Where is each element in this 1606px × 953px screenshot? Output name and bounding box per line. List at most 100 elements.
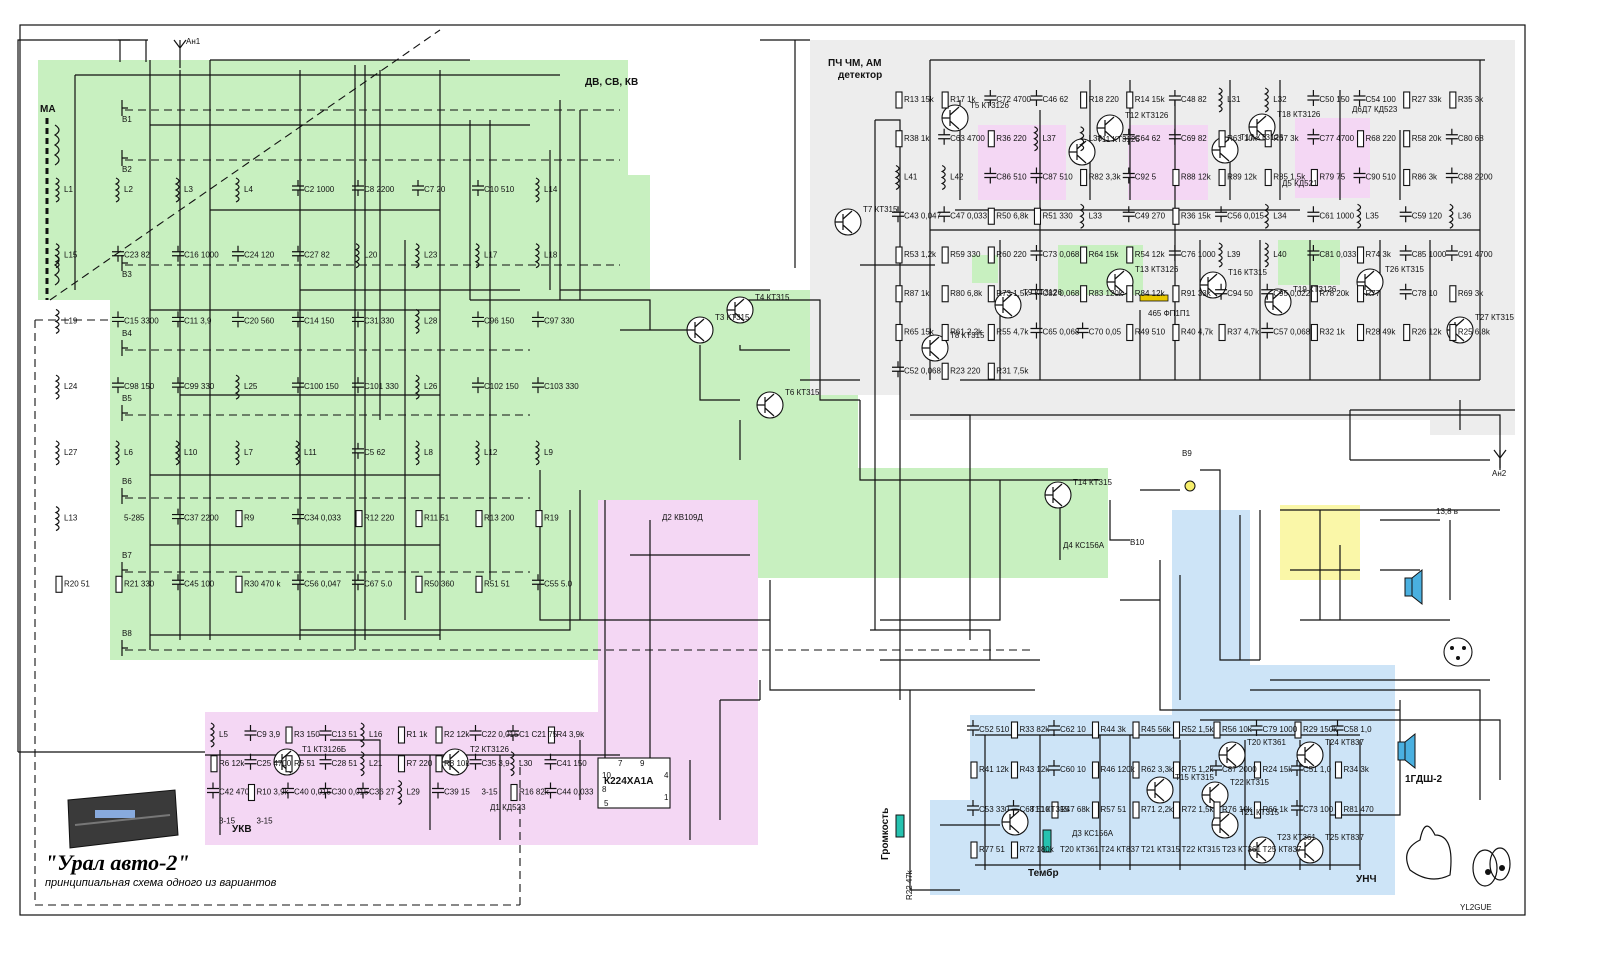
ukv-17-capacitor-symbol xyxy=(469,753,482,770)
if-label-87: R32 1k xyxy=(1319,328,1345,337)
rf-15-coil-symbol xyxy=(414,243,420,269)
if-label-30: R82 3,3k xyxy=(1089,173,1122,182)
rf-47-capacitor-symbol xyxy=(172,508,184,525)
if-88-resistor-symbol xyxy=(1356,323,1365,342)
if-30-resistor-symbol xyxy=(1080,168,1088,187)
af-label-20: C53 330 xyxy=(979,805,1010,814)
if-40-capacitor-symbol xyxy=(938,206,951,223)
rf-29-capacitor-symbol xyxy=(172,377,184,394)
if-92-resistor-symbol xyxy=(941,362,949,380)
af-19-resistor-symbol xyxy=(1334,761,1343,779)
diode-label-2: Д2 КВ109Д xyxy=(662,513,703,522)
rf-34-capacitor-symbol xyxy=(472,377,484,394)
ukv-label-19: C41 150 xyxy=(557,759,588,768)
transistor-label-t1: T1 КТ3126Б xyxy=(302,745,346,754)
transistor-label-t14: T14 КТ315 xyxy=(1073,478,1112,487)
label-ukv: УКВ xyxy=(232,824,252,835)
author-signature: YL2GUE xyxy=(1460,903,1492,912)
if-label-45: R36 15k xyxy=(1181,211,1212,220)
af-label-3: R44 3k xyxy=(1101,725,1127,734)
if-label-82: C70 0,05 xyxy=(1089,328,1122,337)
t24-transistor-lines xyxy=(1297,743,1315,767)
if-wiring xyxy=(929,59,1515,470)
label-ma: МА xyxy=(40,104,56,115)
if-60-coil-symbol xyxy=(1263,242,1269,268)
if-12-resistor-symbol xyxy=(1449,91,1457,109)
if-label-11: R27 33k xyxy=(1412,95,1443,104)
rf-label-47: C37 2200 xyxy=(184,514,219,523)
if-35-resistor-symbol xyxy=(1310,168,1318,187)
if-label-84: R40 4,7k xyxy=(1181,328,1214,337)
if-93-resistor-symbol xyxy=(987,362,995,380)
af-label-30: R77 51 xyxy=(979,845,1005,854)
rf-label-19: C15 3300 xyxy=(124,316,159,325)
if-label-34: R85 1,5k xyxy=(1273,173,1306,182)
if-label-4: R18 220 xyxy=(1089,95,1120,104)
speaker-2 xyxy=(1397,732,1416,770)
if-label-60: L40 xyxy=(1273,250,1287,259)
rf-label-45: L13 xyxy=(64,514,78,523)
label-filter: 465 ФП1П1 xyxy=(1148,309,1191,318)
if-87-resistor-symbol xyxy=(1310,323,1318,342)
switch-b5 xyxy=(121,405,128,421)
if-label-90: R25 6,8k xyxy=(1458,328,1491,337)
af-label-32: T20 КТ361 xyxy=(1060,845,1099,854)
af-11-resistor-symbol xyxy=(1010,761,1019,779)
rf-label-33: L26 xyxy=(424,382,438,391)
t4-transistor-lines xyxy=(727,298,745,322)
ukv-label-29: C44 0,033 xyxy=(557,788,594,797)
rf-11-capacitor-symbol xyxy=(172,245,184,262)
rf-label-42: L8 xyxy=(424,448,433,457)
rf-label-57: R30 470 k xyxy=(244,579,281,588)
rf-label-25: C96 150 xyxy=(484,316,515,325)
t9-transistor-lines xyxy=(995,293,1013,317)
ukv-9-resistor-symbol xyxy=(547,726,556,744)
if-label-68: C82 0,068 xyxy=(1042,289,1079,298)
rf-label-1: L2 xyxy=(124,185,133,194)
switch-label-8: В8 xyxy=(122,629,132,638)
if-48-capacitor-symbol xyxy=(1307,206,1320,223)
rf-39-coil-symbol xyxy=(234,440,240,466)
ic-pin-5: 5 xyxy=(604,799,609,808)
ukv-7-capacitor-symbol xyxy=(469,725,482,741)
af-label-37: T25 КТ837 xyxy=(1263,845,1302,854)
rf-label-8: L14 xyxy=(544,185,558,194)
rf-label-53: R19 xyxy=(544,514,559,523)
ukv-21-resistor-symbol xyxy=(247,783,256,802)
if-label-12: R35 3k xyxy=(1458,95,1484,104)
if-label-55: C73 0,068 xyxy=(1042,250,1079,259)
if-14-capacitor-symbol xyxy=(938,128,951,145)
ukv-5-resistor-symbol xyxy=(397,726,406,744)
transistor-label-t5: T5 КТ3126 xyxy=(970,101,1009,110)
if-83-resistor-symbol xyxy=(1126,323,1134,342)
if-label-88: R28 49k xyxy=(1366,328,1397,337)
af-4-resistor-symbol xyxy=(1132,721,1140,739)
transistor-label-t22: T22 КТ315 xyxy=(1230,778,1269,787)
ukv-label-6: R2 12k xyxy=(444,730,470,739)
if-label-3: C46 62 xyxy=(1042,95,1068,104)
frames xyxy=(19,24,1526,916)
if-91-capacitor-symbol xyxy=(892,361,904,378)
if-label-86: C57 0,068 xyxy=(1273,328,1310,337)
rf-52-resistor-symbol xyxy=(475,510,483,528)
af-25-resistor-symbol xyxy=(1172,801,1181,819)
rf-55-resistor-symbol xyxy=(115,575,123,593)
page-subtitle: принципиальная схема одного из вариантов xyxy=(45,877,277,889)
if-label-19: C69 82 xyxy=(1181,134,1207,143)
rf-label-61: R51 51 xyxy=(484,579,510,588)
ukv-label-31: 3-15 xyxy=(257,816,274,825)
if-89-resistor-symbol xyxy=(1403,323,1411,342)
ukv-label-28: R16 82k xyxy=(519,788,550,797)
rf-51-resistor-symbol xyxy=(415,510,423,528)
if-50-capacitor-symbol xyxy=(1399,206,1412,223)
if-label-49: L35 xyxy=(1366,211,1380,220)
af-label-11: R43 12k xyxy=(1020,765,1051,774)
ukv-11-capacitor-symbol xyxy=(244,753,257,770)
if-64-capacitor-symbol xyxy=(1445,245,1458,261)
antenna-an1 xyxy=(173,39,187,68)
ukv-label-8: C1 C21 75 xyxy=(519,730,558,739)
ukv-label-23: C30 0,015 xyxy=(332,788,369,797)
switch-label-2: В2 xyxy=(122,165,132,174)
rf-label-0: L1 xyxy=(64,185,73,194)
